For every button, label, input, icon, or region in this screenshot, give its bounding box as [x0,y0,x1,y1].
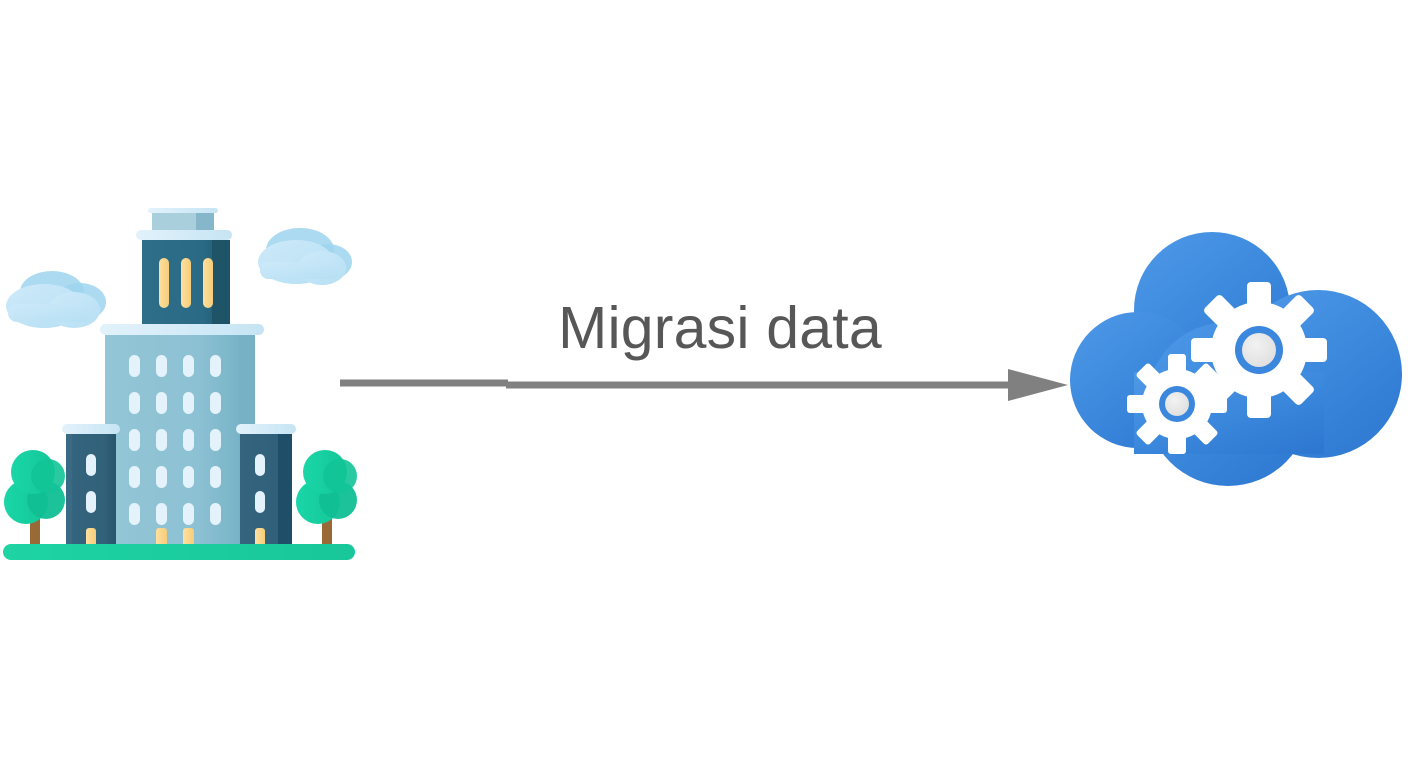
tower-window-lit [203,258,213,308]
on-premises-datacenter-graphic [0,180,380,570]
building-midrise [105,335,255,550]
gear-small-icon [1127,354,1227,454]
penthouse-snow-ledge [136,230,232,240]
arrow-shaft-right [506,381,1022,389]
background-cloud-right [258,228,352,285]
building-tower [142,240,230,327]
tree-right [296,450,357,550]
midrise-snow-ledge [100,324,264,335]
arrow-shaft-left [340,379,508,387]
background-cloud-left [6,271,106,328]
right-wing-snow-ledge [236,424,296,434]
tower-window-lit [159,258,169,308]
midrise-window-grid [129,355,221,525]
building-penthouse [148,208,218,233]
left-wing-snow-ledge [62,424,120,434]
building-right-wing [240,434,292,550]
building-left-wing [66,434,116,550]
migration-arrow [340,358,1080,414]
migration-label: Migrasi data [558,295,882,361]
cloud-platform-graphic [1060,222,1408,502]
arrowhead-icon [1008,369,1068,401]
gear-large-icon [1191,282,1327,418]
tree-left [4,450,65,550]
tower-window-lit [181,258,191,308]
ground-bar [3,544,355,560]
